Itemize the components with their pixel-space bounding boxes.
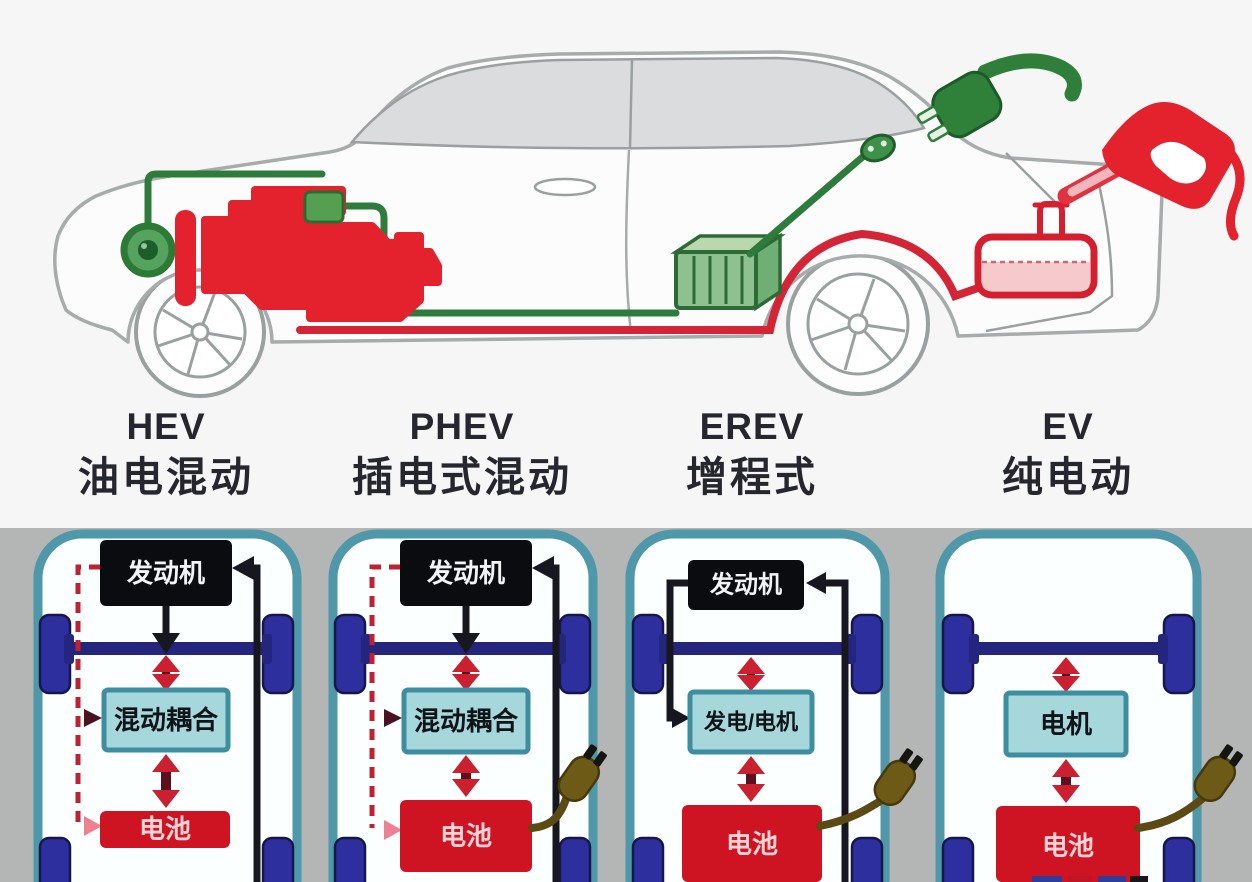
heading-erev-abbr: EREV <box>699 406 805 447</box>
schematic-band: 发动机 混动耦合 电池 <box>0 528 1252 882</box>
wheels <box>333 613 592 882</box>
engine-box-label: 发动机 <box>709 571 782 599</box>
motor-box-label: 电机 <box>1040 709 1092 739</box>
double-arrow-coupling-battery <box>452 755 480 797</box>
battery-box-label: 电池 <box>139 814 191 844</box>
engine-to-axle-arrow <box>452 606 480 654</box>
wall-plug-icon <box>816 748 923 830</box>
cutoff-watermark-fragments <box>1032 876 1148 882</box>
panel-erev: 发动机 发电/电机 电池 <box>625 529 923 882</box>
coupling-box-label: 混动耦合 <box>414 706 519 736</box>
radiator-icon <box>175 210 196 306</box>
charging-socket-icon <box>860 133 896 163</box>
front-axle <box>969 634 1168 664</box>
trunk-seam <box>985 152 1114 333</box>
battery-box <box>100 811 230 848</box>
arrowhead-into-engine <box>806 572 826 594</box>
charge-cable <box>746 150 870 258</box>
car-windows <box>349 56 926 150</box>
double-arrow-axle-coupling <box>452 655 480 691</box>
dashed-electric-path <box>75 564 102 836</box>
double-arrow-coupling-battery <box>152 754 180 808</box>
battery-box-label: 电池 <box>440 821 492 851</box>
heading-phev-abbr: PHEV <box>409 406 515 447</box>
dashed-electric-path <box>369 564 402 840</box>
heading-hev-zh: 油电混动 <box>78 453 254 500</box>
battery-box-label: 电池 <box>1042 831 1094 861</box>
b-pillar-line <box>628 59 634 149</box>
panel-phev: 发动机 混动耦合 电池 <box>328 529 607 882</box>
car-cutaway-illustration <box>53 50 1245 398</box>
heading-ev: EV 纯电动 <box>948 406 1188 502</box>
double-arrow-axle-coupling <box>152 655 180 691</box>
heading-erev-zh: 增程式 <box>686 453 818 500</box>
wheels <box>941 613 1196 882</box>
heading-phev-zh: 插电式混动 <box>352 453 572 500</box>
motor-box <box>1003 690 1129 758</box>
fuel-tank-icon <box>974 201 1098 299</box>
engine-box <box>100 540 232 606</box>
heading-hev-abbr: HEV <box>126 406 206 447</box>
fuel-nozzle-icon <box>1057 102 1245 241</box>
engine-box-label: 发动机 <box>426 558 505 588</box>
panel-ev: 电机 电池 <box>935 529 1243 882</box>
engine-box <box>688 560 804 610</box>
engine-feedback-line <box>820 579 849 882</box>
generator-motor-box-label: 发电/电机 <box>703 710 798 735</box>
arrowhead-into-engine <box>232 556 254 580</box>
arrowhead-into-engine <box>532 556 554 580</box>
engine-box-label: 发动机 <box>126 558 205 588</box>
heading-ev-abbr: EV <box>1042 406 1094 447</box>
engine-to-axle-arrow <box>152 606 180 654</box>
engine-to-generator-line <box>666 579 690 728</box>
coupling-box <box>401 687 531 755</box>
heading-phev: PHEV 插电式混动 <box>342 406 582 502</box>
battery-box-label: 电池 <box>726 829 778 859</box>
powertrain-headings: HEV 油电混动 PHEV 插电式混动 EREV 增程式 EV 纯电动 <box>66 406 1188 502</box>
wall-plug-icon <box>1134 744 1243 832</box>
battery-box <box>996 806 1140 882</box>
battery-box <box>682 805 822 882</box>
double-arrow-axle-generator <box>737 657 765 691</box>
red-fuel-line <box>296 229 982 334</box>
inverter-box-icon <box>303 190 345 224</box>
heading-hev: HEV 油电混动 <box>66 406 266 502</box>
panel-hev: 发动机 混动耦合 电池 <box>33 529 302 882</box>
heading-erev: EREV 增程式 <box>632 406 872 502</box>
double-arrow-generator-battery <box>737 756 765 802</box>
coupling-box <box>101 687 231 753</box>
front-wheel <box>134 266 266 398</box>
double-arrow-axle-motor <box>1052 657 1080 692</box>
double-arrow-motor-battery <box>1052 759 1080 803</box>
engine-box <box>400 540 532 606</box>
door-handle <box>533 177 597 197</box>
coupling-box-label: 混动耦合 <box>114 705 219 735</box>
engine-icon <box>175 186 442 322</box>
battery-box <box>400 800 532 872</box>
charging-plug-icon <box>916 53 1082 143</box>
electric-motor-icon <box>120 222 176 278</box>
generator-motor-box <box>687 689 815 755</box>
heading-ev-zh: 纯电动 <box>1002 453 1134 500</box>
wall-plug-icon <box>528 744 607 832</box>
